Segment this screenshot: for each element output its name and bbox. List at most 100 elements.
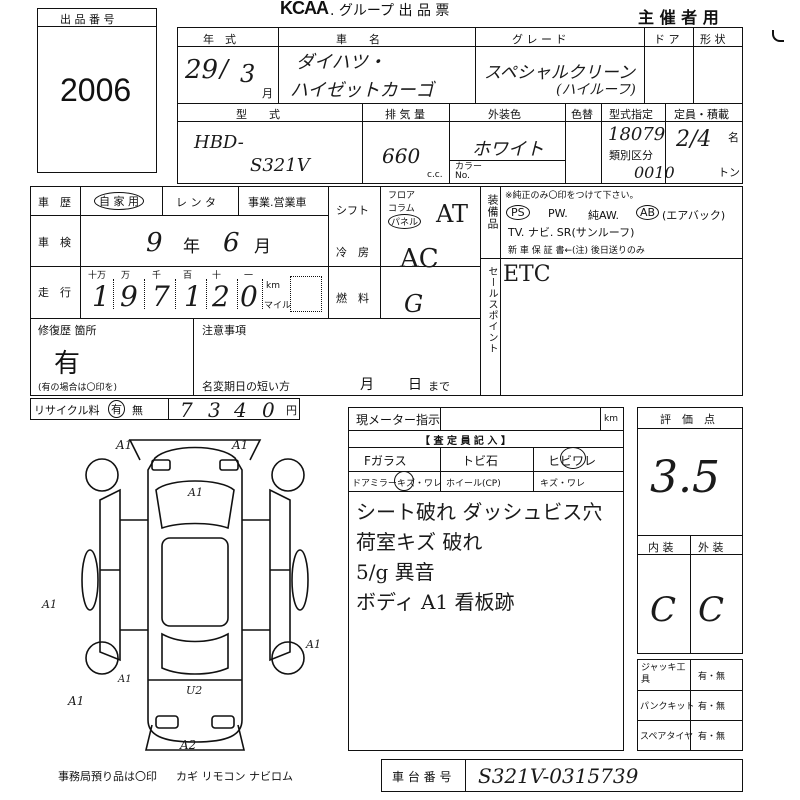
- class-label: 類別区分: [609, 149, 653, 162]
- note-line-4: ボディ A1 看板跡: [356, 590, 515, 614]
- shift-label: シフト: [336, 204, 369, 217]
- sheet-title: . グループ 出 品 票: [330, 3, 450, 19]
- color-change-label: 色替: [571, 108, 593, 121]
- car-name-line2: ハイゼットカーゴ: [290, 80, 434, 101]
- model-line1: HBD-: [194, 132, 244, 153]
- recycle-yen: 円: [286, 404, 297, 417]
- puncture-value: 有・無: [698, 702, 726, 712]
- spare-label: スペアタイヤ: [640, 732, 694, 742]
- mile-box: [290, 276, 322, 312]
- car-name-label: 車 名: [336, 33, 380, 46]
- digit-label-2: 千: [152, 271, 162, 281]
- ac-value: AC: [400, 244, 439, 274]
- history-label: 車 歴: [38, 196, 71, 209]
- car-name-line1: ダイハツ・: [296, 52, 386, 73]
- sales-point-value: ETC: [503, 262, 551, 287]
- class-value: 0010: [634, 163, 675, 182]
- recycle-digit-3: 0: [262, 398, 275, 422]
- chassis-label: 車 台 番 号: [392, 770, 452, 784]
- interior-score: C: [650, 590, 677, 630]
- recycle-label: リサイクル料: [34, 404, 100, 417]
- meter-km: km: [604, 414, 618, 424]
- model-line2: S321V: [250, 155, 310, 176]
- grade-label: グ レ ー ド: [512, 33, 567, 46]
- cc-unit: c.c.: [427, 170, 443, 180]
- lot-number-label: 出 品 番 号: [60, 13, 115, 26]
- office-items-label: 事務局預り品は〇印: [58, 770, 157, 783]
- recycle-yes: 有: [108, 400, 125, 418]
- meter-label: 現メーター指示: [356, 413, 441, 427]
- month-value: 3: [240, 60, 256, 88]
- equipment-label: 装備品: [486, 194, 499, 230]
- note-line-3: 5/g 異音: [356, 560, 435, 584]
- damage-mark-front-left: A1: [116, 438, 133, 452]
- mileage-digit-5: 0: [240, 280, 258, 313]
- mirror-value: キズ・ワレ: [397, 479, 443, 489]
- year-value: 29: [185, 55, 219, 85]
- note-line-1: シート破れ ダッシュビス穴: [356, 500, 603, 524]
- jack-label: ジャッキ工具: [641, 663, 686, 685]
- grade-line1: スペシャルクリーン: [484, 63, 635, 83]
- sales-point-label: セールスポイント: [486, 266, 497, 354]
- damage-mark-left-side: A1: [42, 598, 57, 611]
- glass-chips: トビ石: [462, 454, 499, 468]
- digit-label-5: 一: [244, 271, 254, 281]
- shift-floor: フロア: [388, 191, 416, 201]
- year-label: 年 式: [203, 33, 236, 46]
- damage-mark-right-side: A1: [306, 638, 321, 651]
- shift-value: AT: [436, 200, 469, 228]
- puncture-label: パンクキット: [640, 702, 695, 712]
- recycle-digit-2: 4: [234, 398, 247, 422]
- expiry-label: 名変期日の短い方: [202, 380, 290, 393]
- color-label: 外装色: [488, 108, 521, 121]
- inspection-label: 車 検: [38, 236, 71, 249]
- equip-ab: AB: [636, 205, 660, 220]
- type-spec-value: 18079: [608, 124, 666, 145]
- lot-number-box: [37, 8, 157, 173]
- digit-label-1: 万: [121, 271, 131, 281]
- history-own: 自 家 用: [94, 192, 144, 210]
- recycle-no: 無: [132, 404, 143, 417]
- damage-mark-rear-center: U2: [186, 684, 203, 697]
- exterior-label: 外 装: [698, 541, 724, 554]
- km-unit: km: [266, 281, 280, 291]
- lot-number: 2006: [60, 72, 132, 108]
- mile-unit: マイル: [264, 301, 292, 311]
- wheel-value: キズ・ワレ: [540, 479, 586, 489]
- mirror-circle: [394, 471, 414, 491]
- shift-panel: パネル: [388, 214, 422, 229]
- equipment-note: ※純正のみ〇印をつけて下さい。: [505, 191, 639, 201]
- damage-mark-hood: A1: [188, 486, 203, 499]
- digit-label-0: 十万: [88, 271, 107, 281]
- equip-ps: PS: [506, 205, 530, 220]
- mileage-label: 走 行: [38, 286, 71, 299]
- equip-aw: 純AW.: [588, 209, 620, 222]
- inspection-month: 6: [223, 228, 240, 258]
- equip-ab-note: (エアバック): [662, 209, 726, 222]
- repair-value: 有: [54, 349, 81, 379]
- wheel-label: ホイール(CP): [446, 479, 501, 489]
- inspector-box: [348, 407, 624, 751]
- recycle-box: [30, 398, 300, 420]
- equip-line3: 新 車 保 証 書←(注) 後日送りのみ: [508, 246, 645, 256]
- inspector-label: 【 査 定 員 記 入 】: [420, 436, 511, 447]
- inspection-year-unit: 年: [183, 237, 200, 257]
- month-unit: 月: [262, 87, 273, 100]
- equip-line2: TV. ナビ. SR(サンルーフ): [508, 226, 635, 239]
- shift-column: コラム: [388, 204, 415, 214]
- damage-mark-rear-left: A1: [68, 694, 85, 708]
- brand-logo: KCAA: [280, 0, 329, 18]
- car-damage-diagram: [81, 439, 309, 751]
- digit-label-3: 百: [183, 271, 193, 281]
- expiry-until: まで: [428, 380, 450, 393]
- note-line-2: 荷室キズ 破れ: [356, 530, 483, 554]
- shape-label: 形 状: [700, 33, 726, 46]
- score-value: 3.5: [650, 452, 720, 503]
- history-business: 事業.営業車: [248, 196, 307, 209]
- caution-label: 注意事項: [202, 324, 246, 337]
- damage-mark-rear-side: A1: [118, 674, 132, 685]
- damage-mark-front-right: A1: [232, 438, 249, 452]
- glass-crack-circle: [560, 447, 586, 469]
- spare-value: 有・無: [698, 732, 726, 742]
